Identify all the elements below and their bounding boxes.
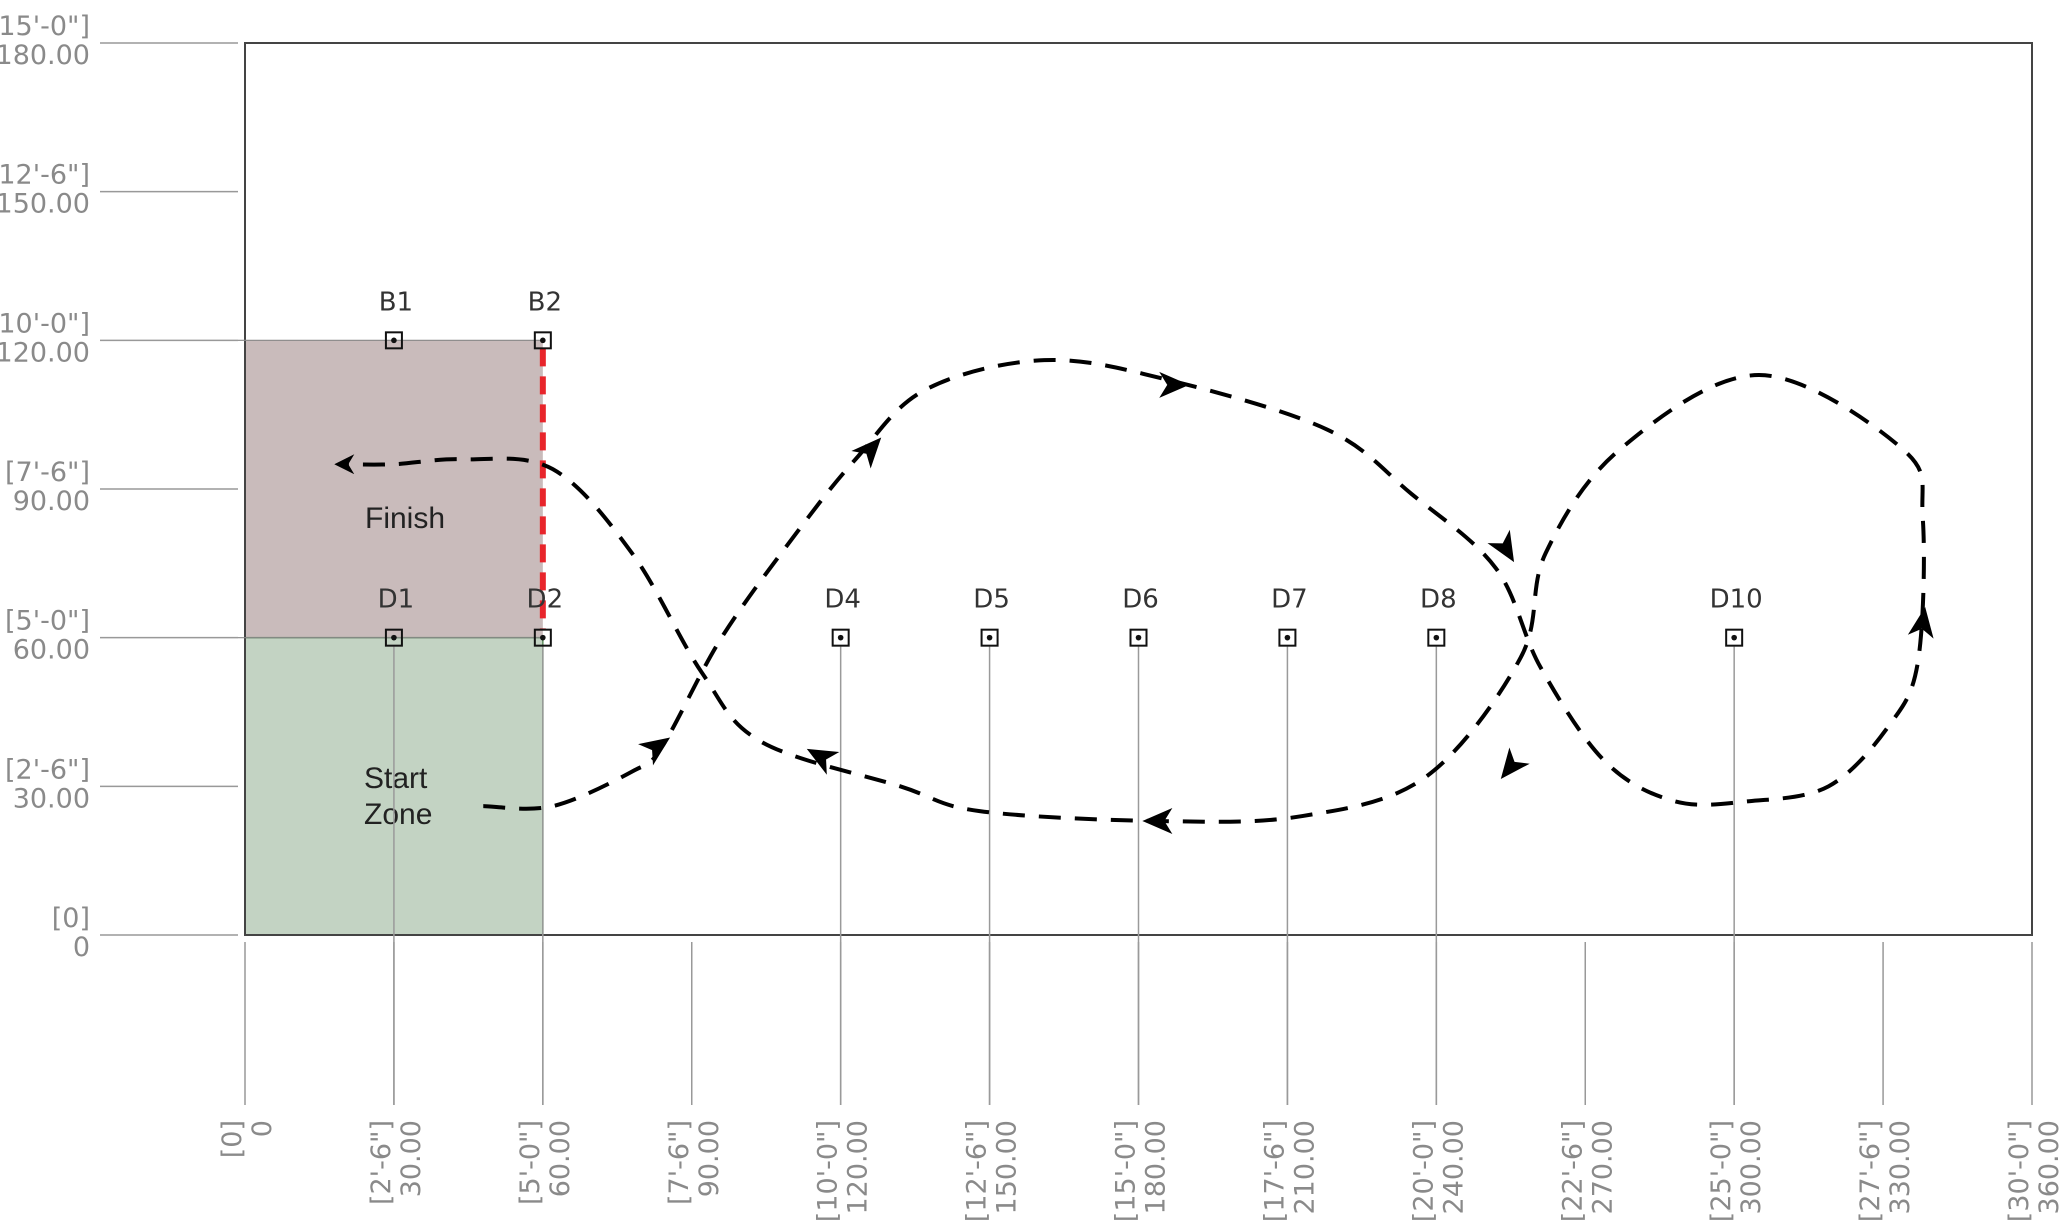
marker-box-icon (384, 628, 403, 647)
marker-label: B2 (528, 287, 562, 317)
y-tick-feet: [2'-6"] (5, 754, 90, 785)
x-tick-value: 210.00 (1289, 1120, 1320, 1214)
finish-zone (245, 340, 543, 638)
y-tick-value: 30.00 (13, 783, 90, 814)
start-zone-label-line1: Start (364, 762, 428, 795)
x-tick-feet: [10'-0"] (813, 1120, 844, 1222)
marker-d8: D8 (1420, 585, 1457, 647)
y-tick-feet: [15'-0"] (0, 11, 90, 42)
direction-arrow-icon (851, 437, 882, 469)
direction-arrow-icon (1159, 371, 1190, 398)
start-zone-label-line2: Zone (364, 798, 432, 831)
marker-dot (1284, 634, 1291, 641)
y-tick-value: 0 (73, 932, 90, 963)
x-tick-value: 90.00 (694, 1120, 725, 1197)
y-tick-feet: [0] (52, 903, 90, 934)
y-tick-value: 90.00 (13, 486, 90, 517)
marker-box-icon (533, 628, 552, 647)
x-tick-value: 0 (247, 1120, 278, 1137)
marker-dot (540, 337, 546, 344)
marker-d5: D5 (973, 585, 1010, 647)
marker-label: D5 (973, 585, 1010, 615)
marker-box-icon (1129, 628, 1148, 647)
x-tick-feet: [0] (217, 1120, 248, 1158)
marker-box-icon (1278, 628, 1297, 647)
x-tick-feet: [15'-0"] (1111, 1120, 1142, 1222)
marker-box-icon (533, 331, 552, 350)
marker-d10: D10 (1710, 585, 1763, 647)
marker-b1: B1 (379, 287, 413, 350)
marker-box-icon (1427, 628, 1446, 647)
marker-box-icon (1725, 628, 1744, 647)
marker-dot (391, 337, 397, 344)
direction-arrow-icon (1500, 747, 1530, 780)
x-tick-feet: [27'-6"] (1855, 1120, 1886, 1222)
x-tick-feet: [22'-6"] (1557, 1120, 1588, 1222)
marker-label: D8 (1420, 585, 1457, 615)
x-tick-value: 120.00 (843, 1120, 874, 1214)
marker-dot (540, 634, 546, 641)
marker-label: D10 (1710, 585, 1763, 615)
x-tick-value: 180.00 (1141, 1120, 1172, 1214)
x-tick-value: 240.00 (1438, 1120, 1469, 1214)
marker-label: D7 (1271, 585, 1308, 615)
marker-label: B1 (379, 287, 413, 317)
x-tick-value: 150.00 (992, 1120, 1023, 1214)
finish-zone-label: Finish (365, 502, 445, 535)
marker-d6: D6 (1122, 585, 1159, 647)
x-tick-feet: [25'-0"] (1706, 1120, 1737, 1222)
y-tick-feet: [10'-0"] (0, 308, 90, 339)
direction-arrow-icon (1907, 606, 1934, 639)
travel-path (334, 357, 1926, 824)
x-tick-feet: [20'-0"] (1408, 1120, 1439, 1222)
direction-arrow-icon (1142, 808, 1173, 835)
y-tick-value: 150.00 (0, 189, 90, 220)
marker-dot (1135, 634, 1142, 641)
marker-b2: B2 (528, 287, 562, 350)
x-tick-value: 270.00 (1587, 1120, 1618, 1214)
marker-label: D4 (824, 585, 861, 615)
marker-dot (1433, 634, 1440, 641)
x-tick-feet: [17'-6"] (1259, 1120, 1290, 1222)
x-tick-feet: [2'-6"] (366, 1120, 397, 1205)
x-tick-feet: [30'-0"] (2004, 1120, 2035, 1222)
y-tick-value: 60.00 (13, 635, 90, 666)
marker-dot (1731, 634, 1737, 641)
x-tick-value: 300.00 (1736, 1120, 1767, 1214)
y-tick-value: 180.00 (0, 40, 90, 71)
marker-label: D1 (378, 585, 415, 615)
x-tick-value: 30.00 (396, 1120, 427, 1197)
x-tick-value: 330.00 (1885, 1120, 1916, 1214)
marker-d7: D7 (1271, 585, 1308, 647)
y-tick-value: 120.00 (0, 337, 90, 368)
marker-label: D6 (1122, 585, 1159, 615)
x-tick-feet: [5'-0"] (515, 1120, 546, 1205)
direction-arrow-icon (1487, 529, 1515, 563)
marker-box-icon (980, 628, 999, 647)
x-tick-feet: [12'-6"] (962, 1120, 993, 1222)
y-tick-feet: [7'-6"] (5, 457, 90, 488)
y-tick-feet: [5'-0"] (5, 606, 90, 637)
marker-d2: D2 (527, 585, 564, 647)
x-tick-value: 60.00 (545, 1120, 576, 1197)
direction-arrow-icon (638, 737, 671, 766)
direction-arrow-icon (806, 748, 840, 775)
y-tick-feet: [12'-6"] (0, 160, 90, 191)
x-tick-value: 360.00 (2034, 1120, 2065, 1214)
marker-box-icon (831, 628, 850, 647)
marker-dot (986, 634, 993, 641)
marker-d1: D1 (378, 585, 415, 647)
x-tick-feet: [7'-6"] (664, 1120, 695, 1205)
marker-d4: D4 (824, 585, 861, 647)
marker-label: D2 (527, 585, 564, 615)
marker-box-icon (384, 331, 403, 350)
marker-dot (391, 634, 397, 641)
marker-dot (837, 634, 844, 641)
